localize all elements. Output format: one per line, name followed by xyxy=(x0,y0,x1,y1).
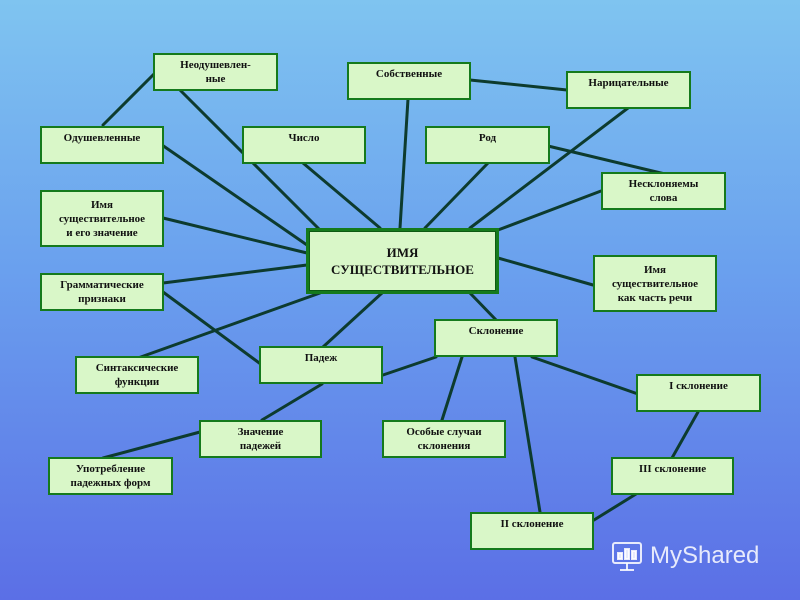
node-gender: Род xyxy=(425,126,550,164)
node-case: Падеж xyxy=(259,346,383,384)
node-common: Нарицательные xyxy=(566,71,691,109)
node-animate: Одушевленные xyxy=(40,126,164,164)
node-meaning: Имя существительное и его значение xyxy=(40,190,164,247)
myshared-watermark: MyShared xyxy=(610,536,785,576)
node-case-usage: Употребление падежных форм xyxy=(48,457,173,495)
node-syntactic-functions: Синтаксические функции xyxy=(75,356,199,394)
node-declension-3: III склонение xyxy=(611,457,734,495)
node-part-of-speech: Имя существительное как часть речи xyxy=(593,255,717,312)
node-grammatical-features: Грамматические признаки xyxy=(40,273,164,311)
node-case-meaning: Значение падежей xyxy=(199,420,322,458)
node-center-noun: ИМЯ СУЩЕСТВИТЕЛЬНОЕ xyxy=(306,228,499,294)
presentation-board-icon xyxy=(612,542,642,571)
node-special-declension: Особые случаи склонения xyxy=(382,420,506,458)
node-declension-1: I склонение xyxy=(636,374,761,412)
node-proper: Собственные xyxy=(347,62,471,100)
watermark-text: MyShared xyxy=(650,542,760,569)
node-declension-2: II склонение xyxy=(470,512,594,550)
node-number: Число xyxy=(242,126,366,164)
node-inanimate: Неодушевлен- ные xyxy=(153,53,278,91)
node-declension: Склонение xyxy=(434,319,558,357)
node-indeclinable: Несклоняемы слова xyxy=(601,172,726,210)
